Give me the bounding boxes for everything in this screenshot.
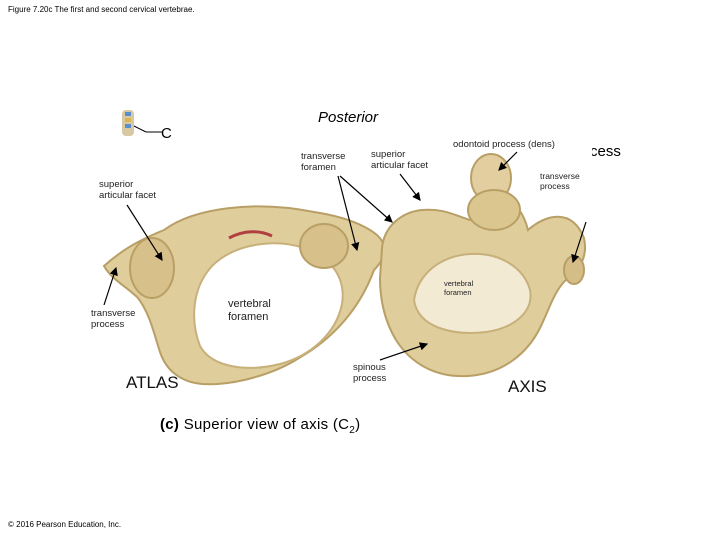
- label-atlas: ATLAS: [126, 373, 179, 392]
- arrow-transverse-foramen-1: [337, 175, 360, 252]
- label-atlas-superior-articular-facet: superior articular facet: [99, 179, 157, 201]
- label-axis-vertebral-foramen: vertebral foramen: [444, 279, 474, 297]
- orientation-label: Posterior: [318, 109, 379, 126]
- caption-subscript: 2: [349, 425, 356, 436]
- label-axis-transverse-process: transverse process: [540, 171, 580, 191]
- arrow-axis-transverse: [571, 221, 587, 264]
- overlay-fragment-right: cess: [590, 143, 621, 160]
- figure-caption: (c) Superior view of axis (C2): [160, 416, 360, 436]
- label-atlas-transverse-process: transverse process: [91, 308, 136, 330]
- arrow-atlas-facet: [126, 204, 163, 262]
- arrow-odontoid: [498, 151, 518, 171]
- label-odontoid-process: odontoid process (dens): [453, 139, 555, 150]
- label-axis: AXIS: [508, 377, 547, 396]
- label-spinous-process: spinous process: [353, 362, 387, 384]
- arrow-atlas-transverse: [103, 266, 118, 306]
- copyright: © 2016 Pearson Education, Inc.: [8, 520, 122, 529]
- arrow-spinous: [379, 342, 429, 361]
- overlay-fragment-left: C: [161, 125, 172, 142]
- caption-text: Superior view of axis (C: [183, 416, 350, 433]
- label-atlas-vertebral-foramen: vertebral foramen: [228, 298, 271, 323]
- caption-close: ): [355, 416, 361, 433]
- atlas-bone: [102, 205, 386, 386]
- caption-part: (c): [160, 416, 180, 433]
- spine-thumbnail-icon: [116, 108, 162, 138]
- figure-title: Figure 7.20c The first and second cervic…: [8, 5, 195, 14]
- arrow-axis-facet: [399, 173, 421, 201]
- label-axis-superior-articular-facet: superior articular facet: [371, 149, 429, 171]
- vertebrae-photo: [84, 138, 592, 402]
- label-transverse-foramen: transverse foramen: [301, 151, 346, 173]
- arrow-transverse-foramen-2: [339, 175, 393, 223]
